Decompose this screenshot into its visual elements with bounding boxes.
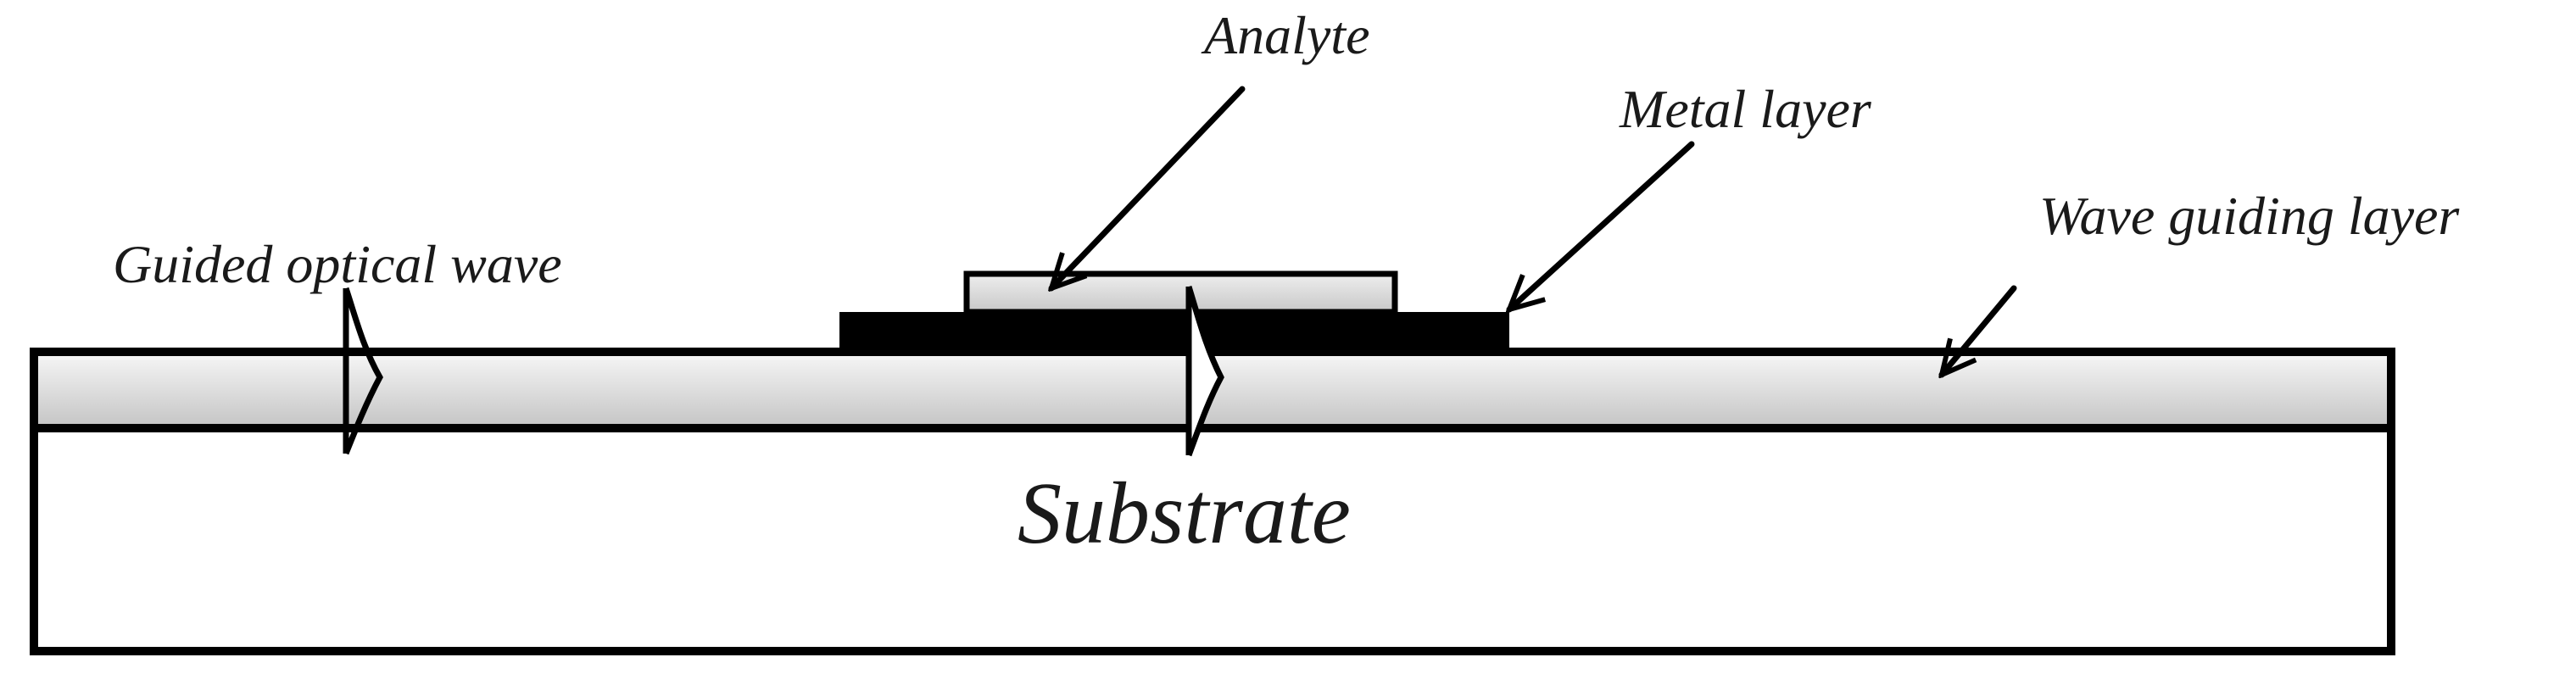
substrate-label: Substrate	[1018, 465, 1351, 562]
guided-wave-profile-left	[343, 287, 383, 455]
substrate-block	[30, 420, 2395, 655]
wave-guiding-layer-label: Wave guiding layer	[2039, 186, 2460, 246]
metal-layer-pointer-arrow	[1509, 141, 1695, 309]
guided-optical-wave-label: Guided optical wave	[113, 234, 562, 294]
wave-guiding-layer-pointer-arrow	[1942, 285, 2017, 375]
metal-layer	[839, 312, 1509, 352]
guided-wave-profile-center	[1185, 285, 1224, 457]
analyte-layer	[963, 270, 1398, 315]
metal-layer-label: Metal layer	[1619, 79, 1872, 139]
analyte-label: Analyte	[1201, 5, 1369, 65]
analyte-pointer-arrow	[1051, 86, 1246, 288]
